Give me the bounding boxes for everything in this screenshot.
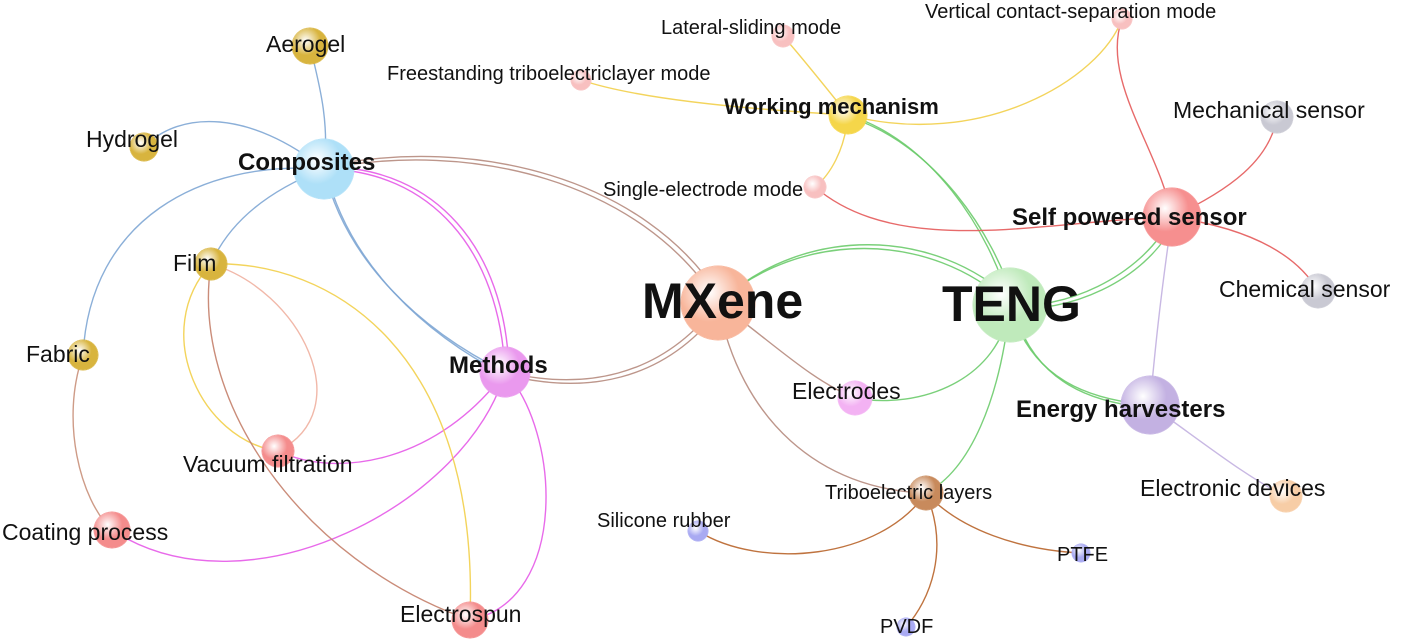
edge-tribo-pvdf [905,492,938,628]
label-energy-harvesters: Energy harvesters [1016,396,1226,423]
node-film [195,248,227,280]
edge-film-electrospun [210,263,472,621]
label-hydrogel: Hydrogel [86,126,179,152]
label-teng: TENG [942,276,1081,332]
node-electrospun [452,602,488,638]
node-mechanical-sensor [1261,101,1293,133]
node-self-powered-sensor [1143,188,1201,246]
label-lateral-sliding-mode: Lateral-sliding mode [661,17,842,39]
node-composites [294,139,354,199]
label-film: Film [173,250,217,276]
edge-fabric-coating [72,354,113,531]
label-freestanding-mode: Freestanding triboelectriclayer mode [387,63,711,85]
label-mxene: MXene [642,273,804,329]
node-energy-harvesters [1121,376,1179,434]
edge-mxene-teng-a [717,247,1011,306]
label-ptfe: PTFE [1057,544,1109,566]
label-pvdf: PVDF [880,616,934,638]
label-chemical-sensor: Chemical sensor [1219,276,1391,302]
edge-composites-mxene-a [323,159,719,304]
node-pvdf [897,618,915,636]
node-hydrogel [130,133,158,161]
node-vacuum-filtration [262,435,294,467]
node-mxene [681,266,755,340]
edge-composites-methods-b [325,170,508,377]
node-aerogel [292,28,328,64]
edge-methods-coating [111,371,506,562]
label-electronic-devices: Electronic devices [1140,475,1326,501]
edge-tribo-ptfe [925,492,1082,554]
node-electrodes [838,381,872,415]
edge-methods-vacuum [277,371,506,465]
edge-vertical-sensor [1116,18,1173,218]
label-coating-process: Coating process [2,519,169,545]
node-fabric [68,340,98,370]
edge-mxene-teng-b [721,244,1015,303]
edge-working-freestanding [580,79,849,116]
edge-composites-hydrogel [143,120,325,170]
edge-composites-methods-pink-a [323,168,506,373]
node-freestanding-mode [571,70,591,90]
label-composites: Composites [238,149,376,176]
label-mechanical-sensor: Mechanical sensor [1173,97,1365,123]
node-teng [973,268,1047,342]
edge-film-vacuum-b [210,263,318,452]
edge-single-sensor [814,186,1173,232]
label-silicone-rubber: Silicone rubber [597,510,731,532]
label-electrospun: Electrospun [400,601,522,627]
node-lateral-sliding-mode [772,25,794,47]
node-methods [480,347,530,397]
node-triboelectric-layers [909,476,943,510]
label-electrodes: Electrodes [792,378,901,404]
label-self-powered-sensor: Self powered sensor [1012,204,1247,231]
node-working-mechanism [829,96,867,134]
label-working-mechanism: Working mechanism [724,94,939,119]
edge-working-vertical [847,18,1123,125]
label-single-electrode-mode: Single-electrode mode [603,179,804,201]
node-silicone-rubber [688,521,708,541]
node-chemical-sensor [1301,274,1335,308]
edge-methods-electrospun [469,371,547,621]
node-electronic-devices [1270,480,1302,512]
edge-mxene-tribo [717,302,927,494]
node-ptfe [1072,544,1090,562]
node-single-electrode-mode [804,176,826,198]
label-aerogel: Aerogel [266,31,346,57]
label-methods: Methods [449,352,548,379]
label-triboelectric-layers: Triboelectric layers [825,482,993,504]
edge-composites-mxene-b [326,155,723,301]
label-vertical-mode: Vertical contact-separation mode [925,1,1217,23]
edge-composites-methods-pink-b [327,166,510,371]
label-fabric: Fabric [26,341,90,367]
edge-film-electrospun-b [207,263,471,621]
node-coating-process [94,512,130,548]
node-vertical-mode [1112,9,1132,29]
edge-film-vacuum [183,263,279,452]
label-vacuum-filtration: Vacuum filtration [183,451,353,477]
edge-composites-methods-a [323,168,506,373]
edge-tribo-silicone [697,492,927,555]
edge-composites-fabric [82,167,325,356]
